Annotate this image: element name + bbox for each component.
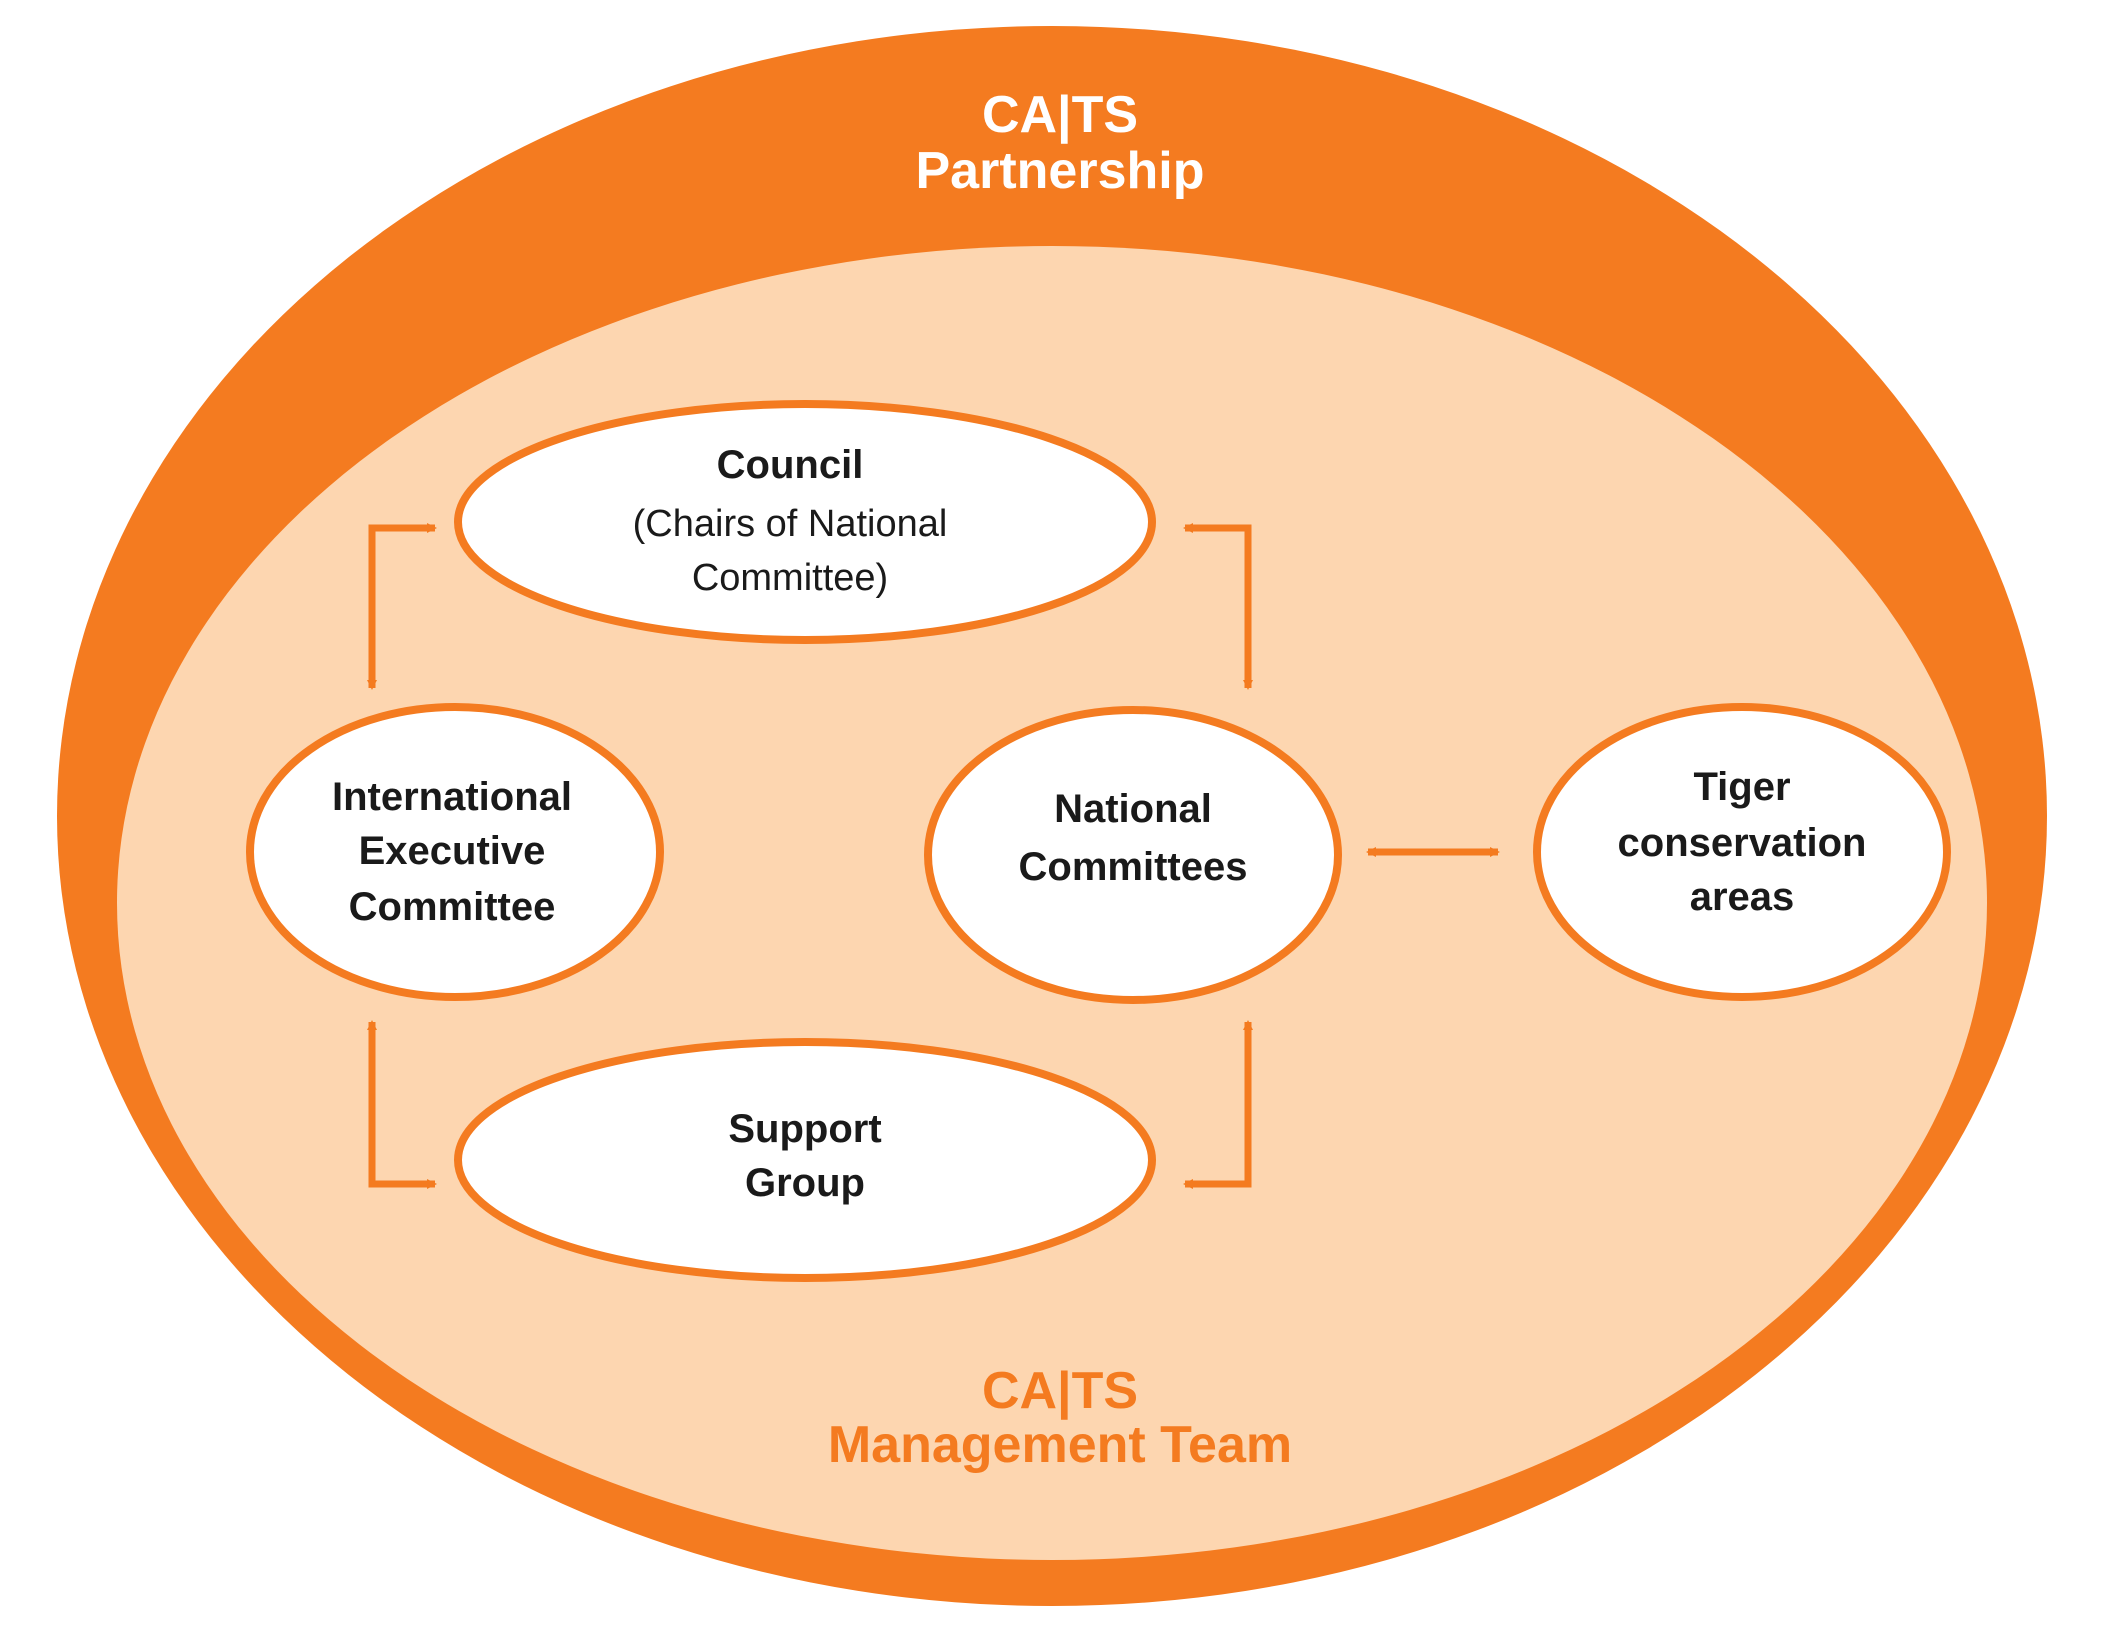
support-group-node: Support Group: [454, 1038, 1156, 1282]
council-ellipse: [454, 400, 1156, 644]
council-sublabel-line2: Committee): [692, 557, 888, 599]
iec-label-line3: Committee: [349, 885, 556, 929]
partnership-title-line2: Partnership: [916, 142, 1205, 200]
management-team-title-line2: Management Team: [828, 1416, 1292, 1474]
support-group-ellipse: [454, 1038, 1156, 1282]
tiger-conservation-label-line1: Tiger: [1693, 765, 1790, 809]
iec-ellipse: [246, 703, 664, 1001]
arrow-council-national: [1183, 523, 1253, 690]
tiger-conservation-label-line2: conservation: [1618, 821, 1867, 865]
arrow-iec-support: [367, 1020, 437, 1189]
national-committees-label-line2: Committees: [1019, 845, 1248, 889]
arrow-council-iec: [367, 523, 437, 690]
iec-node: International Executive Committee: [246, 703, 664, 1001]
tiger-conservation-label-line3: areas: [1690, 875, 1795, 919]
tiger-conservation-ellipse: [1533, 703, 1951, 1001]
connections: [367, 523, 1500, 1189]
national-committees-ellipse: [924, 706, 1342, 1004]
national-committees-node: National Committees: [924, 706, 1342, 1004]
council-label: Council: [717, 443, 864, 487]
iec-label-line1: International: [332, 775, 572, 819]
council-sublabel-line1: (Chairs of National: [633, 503, 948, 545]
partnership-title-line1: CA|TS: [982, 86, 1138, 144]
tiger-conservation-node: Tiger conservation areas: [1533, 703, 1951, 1001]
council-node: Council (Chairs of National Committee): [454, 400, 1156, 644]
support-group-label-line1: Support: [728, 1107, 881, 1151]
national-committees-label-line1: National: [1054, 787, 1212, 831]
support-group-label-line2: Group: [745, 1161, 865, 1205]
iec-label-line2: Executive: [359, 829, 546, 873]
arrow-national-support: [1183, 1020, 1253, 1189]
management-team-title-line1: CA|TS: [982, 1362, 1138, 1420]
